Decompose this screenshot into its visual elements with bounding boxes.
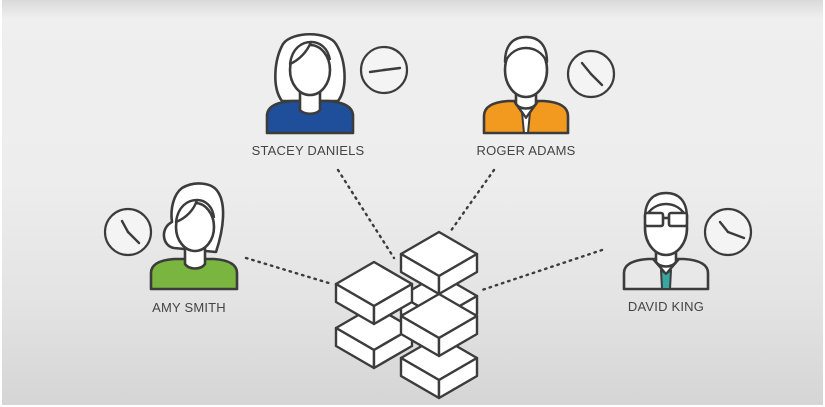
female-avatar-icon [265, 33, 355, 135]
person-amy-smith [103, 182, 239, 291]
person-name-label: DAVID KING [627, 299, 705, 314]
male-avatar-icon [482, 35, 570, 135]
link-amy [244, 256, 334, 286]
tie [660, 269, 672, 290]
shirt [265, 99, 355, 135]
clock-icon [103, 207, 153, 257]
clock-icon [359, 45, 409, 95]
clock-icon [703, 207, 753, 257]
person-name-label: STACEY DANIELS [251, 143, 365, 158]
male-avatar-icon [622, 191, 710, 291]
link-roger [448, 168, 496, 234]
link-david [480, 248, 604, 292]
shirt [149, 257, 239, 291]
person-name-label: ROGER ADAMS [476, 143, 576, 158]
connection-lines [244, 168, 604, 292]
female-avatar-icon [149, 182, 239, 291]
glasses-icon [643, 211, 689, 228]
person-roger-adams [482, 35, 616, 135]
server-stack-icon [334, 230, 479, 400]
link-stacey [336, 168, 396, 260]
person-stacey-daniels [265, 33, 409, 135]
person-david-king [622, 191, 753, 291]
person-name-label: AMY SMITH [152, 300, 226, 315]
clock-icon [566, 49, 616, 99]
